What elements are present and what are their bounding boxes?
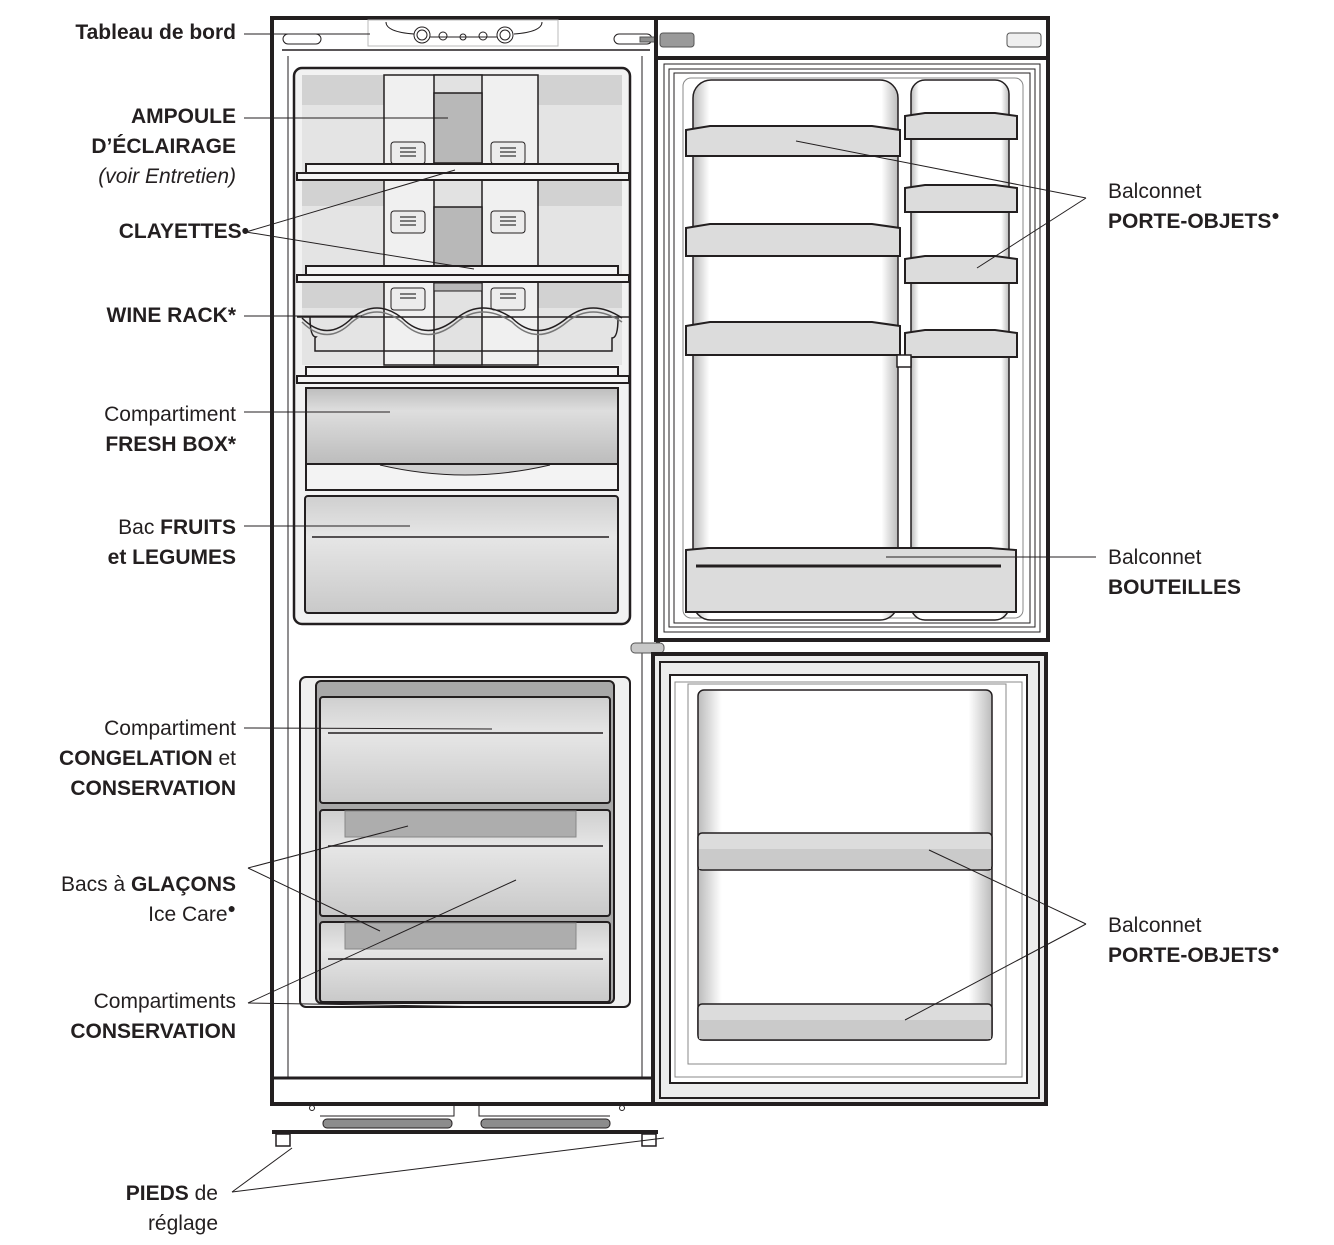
light-bulb-housing [433, 92, 483, 164]
freezer-drawer[interactable] [319, 696, 611, 804]
label-conservation: Compartiments CONSERVATION [70, 990, 236, 1043]
footnote-dot-icon: ● [227, 900, 236, 916]
control-panel[interactable] [282, 19, 653, 51]
knob-right-icon [496, 26, 514, 44]
door-handle-right [1006, 32, 1042, 48]
shelf[interactable] [296, 163, 630, 384]
vent-icon [390, 141, 526, 311]
footnote-dot-icon: ● [1271, 941, 1280, 957]
door-bin[interactable] [904, 112, 1018, 358]
fresh-box-drawer[interactable] [305, 387, 619, 491]
label-clayettes: CLAYETTES• [118, 220, 249, 243]
knob-left-icon [413, 26, 431, 44]
label-fresh-box: Compartiment FRESH BOX* [104, 403, 236, 456]
label-tableau-de-bord: Tableau de bord [75, 21, 236, 44]
freezer-door-shelf[interactable] [697, 832, 993, 1041]
ice-tray [344, 922, 577, 950]
freezer-door[interactable] [651, 652, 1048, 1106]
fridge-door[interactable] [654, 16, 1050, 642]
fridge-compartment [292, 66, 632, 626]
label-glacons: Bacs à GLAÇONS Ice Care● [60, 873, 236, 926]
freezer-drawer[interactable] [319, 921, 611, 1003]
label-wine-rack: WINE RACK* [106, 304, 237, 327]
hinge-middle [630, 642, 665, 654]
label-congelation: Compartiment CONGELATION et CONSERVATION [59, 717, 236, 800]
wine-rack[interactable] [297, 307, 629, 352]
footnote-dot-icon: ● [1271, 207, 1280, 223]
leader-lines [231, 33, 1096, 1193]
label-porte-objets-freezer: Balconnet PORTE-OBJETS● [1108, 914, 1280, 967]
label-fruits-legumes: Bac FRUITS et LEGUMES [107, 516, 236, 569]
door-bin[interactable] [685, 125, 901, 356]
label-ampoule: AMPOULE D’ÉCLAIRAGE (voir Entretien) [91, 105, 236, 188]
freezer-compartment [299, 676, 631, 1008]
crisper-drawer[interactable] [304, 495, 619, 614]
label-pieds: PIEDS de réglage [125, 1182, 218, 1235]
door-handle-left [659, 32, 695, 48]
adjustable-foot[interactable] [275, 1133, 657, 1147]
kickplate [272, 1103, 658, 1147]
label-bouteilles: Balconnet BOUTEILLES [1108, 546, 1242, 599]
freezer-drawer[interactable] [319, 809, 611, 917]
bottle-bin[interactable] [685, 547, 1017, 613]
label-porte-objets-fridge: Balconnet PORTE-OBJETS● [1108, 180, 1280, 233]
